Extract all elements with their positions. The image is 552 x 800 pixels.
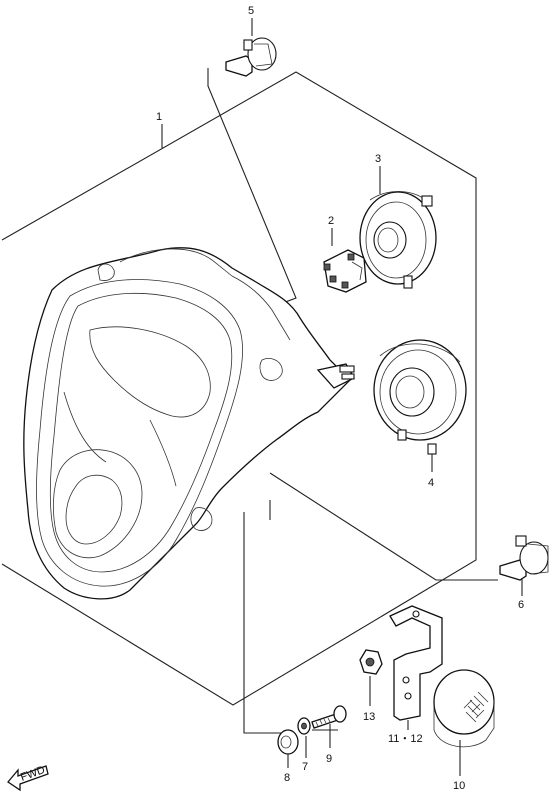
callout-1: 1: [156, 111, 162, 123]
callout-13: 13: [363, 711, 375, 723]
grommet: [277, 729, 299, 768]
callout-10: 10: [453, 780, 465, 792]
callout-9: 9: [326, 753, 332, 765]
nut: [359, 649, 383, 706]
callout-4: 4: [428, 477, 434, 489]
forward-label: FWD: [19, 764, 47, 784]
callout-5: 5: [248, 5, 254, 17]
callout-6: 6: [518, 599, 524, 611]
callout-11-12: 11・12: [388, 733, 423, 745]
bulb-socket: [323, 228, 367, 293]
forward-arrow-icon: FWD: [7, 764, 49, 792]
rear-cover-top: [359, 166, 437, 289]
washer: [297, 717, 311, 758]
headlamp-housing: [23, 247, 355, 600]
callout-3: 3: [375, 153, 381, 165]
screw: [311, 705, 347, 748]
headlight-bulb-top: [225, 18, 277, 77]
headlight-bulb-bottom: [499, 535, 549, 596]
callout-2: 2: [328, 215, 334, 227]
callout-8: 8: [284, 772, 290, 784]
assembly-boundary: [1, 68, 498, 734]
mounting-bracket: [389, 605, 443, 730]
rear-cover-bottom: [373, 339, 467, 472]
callout-7: 7: [302, 761, 308, 773]
cap: [433, 669, 495, 776]
